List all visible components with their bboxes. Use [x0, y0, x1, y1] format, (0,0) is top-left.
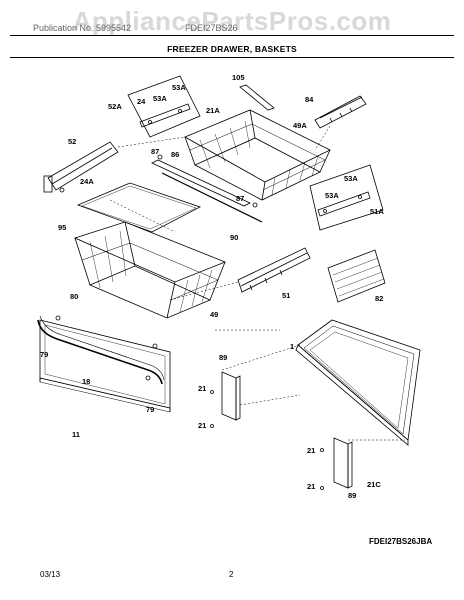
header-rule: [10, 35, 454, 36]
rod-90: [161, 172, 263, 223]
part-label: 24: [137, 97, 146, 106]
panel-82: [327, 249, 386, 303]
part-label: 86: [171, 150, 179, 159]
part-label: 82: [375, 294, 383, 303]
part-label: 21C: [367, 480, 381, 489]
part-label: 95: [58, 223, 66, 232]
part-labels: 105 84 53A 24 52A 53A 21A 49A 52 87 86 5…: [40, 73, 384, 500]
part-label: 53A: [325, 191, 339, 200]
upper-basket-49a: [184, 109, 331, 201]
clip-87-right: [252, 202, 258, 208]
part-group-box-51a: [309, 164, 384, 231]
part-label: 53A: [344, 174, 358, 183]
handle-18: [37, 319, 163, 385]
bar-105: [239, 84, 275, 111]
shelf-95: [76, 182, 202, 233]
part-label: 53A: [172, 83, 186, 92]
bracket-89-left: [221, 371, 241, 421]
part-label: 53A: [153, 94, 167, 103]
screw-79: [145, 375, 151, 381]
clip-87-left: [157, 154, 163, 160]
publication-number: Publication No. 5995542: [33, 23, 132, 33]
part-label: 90: [230, 233, 238, 242]
part-label: 89: [348, 491, 356, 500]
screw-80b: [152, 343, 158, 349]
screw-24a: [59, 187, 65, 193]
part-label: 49: [210, 310, 218, 319]
part-label: 87: [236, 194, 244, 203]
part-label: 24A: [80, 177, 94, 186]
page-number: 2: [229, 570, 234, 579]
part-label: 21A: [206, 106, 220, 115]
rail-84: [314, 95, 367, 129]
part-label: 21: [307, 482, 315, 491]
bracket-89-right: [333, 437, 353, 489]
drawer-front-11: [39, 319, 171, 413]
part-group-box-52a: [127, 75, 201, 138]
part-label: 1: [290, 342, 294, 351]
footer-date: 03/13: [40, 570, 61, 579]
bar-86: [151, 159, 251, 207]
part-label: 51A: [370, 207, 384, 216]
assembly-lines: [109, 125, 405, 441]
page-title: FREEZER DRAWER, BASKETS: [167, 44, 297, 54]
lower-basket-49: [73, 221, 227, 319]
part-label: 49A: [293, 121, 307, 130]
drawer-liner-1: [295, 319, 421, 446]
part-label: 11: [72, 430, 80, 439]
slide-rail-51a: [317, 191, 371, 217]
model-header: FDEI27BS26: [185, 23, 238, 33]
part-label: 105: [232, 73, 245, 82]
part-label: 52A: [108, 102, 122, 111]
part-label: 79: [40, 350, 48, 359]
part-label: 21: [307, 446, 315, 455]
part-label: 52: [68, 137, 76, 146]
part-label: 18: [82, 377, 90, 386]
part-label: 89: [219, 353, 227, 362]
part-label: 87: [151, 147, 159, 156]
part-label: 21: [198, 384, 206, 393]
part-label: 51: [282, 291, 290, 300]
title-rule: [10, 57, 454, 58]
model-code: FDEI27BS26JBA: [369, 537, 433, 546]
part-label: 79: [146, 405, 154, 414]
watermark: AppliancePartsPros.com: [72, 6, 392, 36]
part-label: 80: [70, 292, 78, 301]
slide-rail-52: [43, 141, 119, 193]
screw-80: [55, 315, 61, 321]
part-label: 84: [305, 95, 314, 104]
part-label: 21: [198, 421, 206, 430]
slide-rail-51: [237, 247, 311, 293]
slide-rail-52a: [139, 103, 191, 128]
